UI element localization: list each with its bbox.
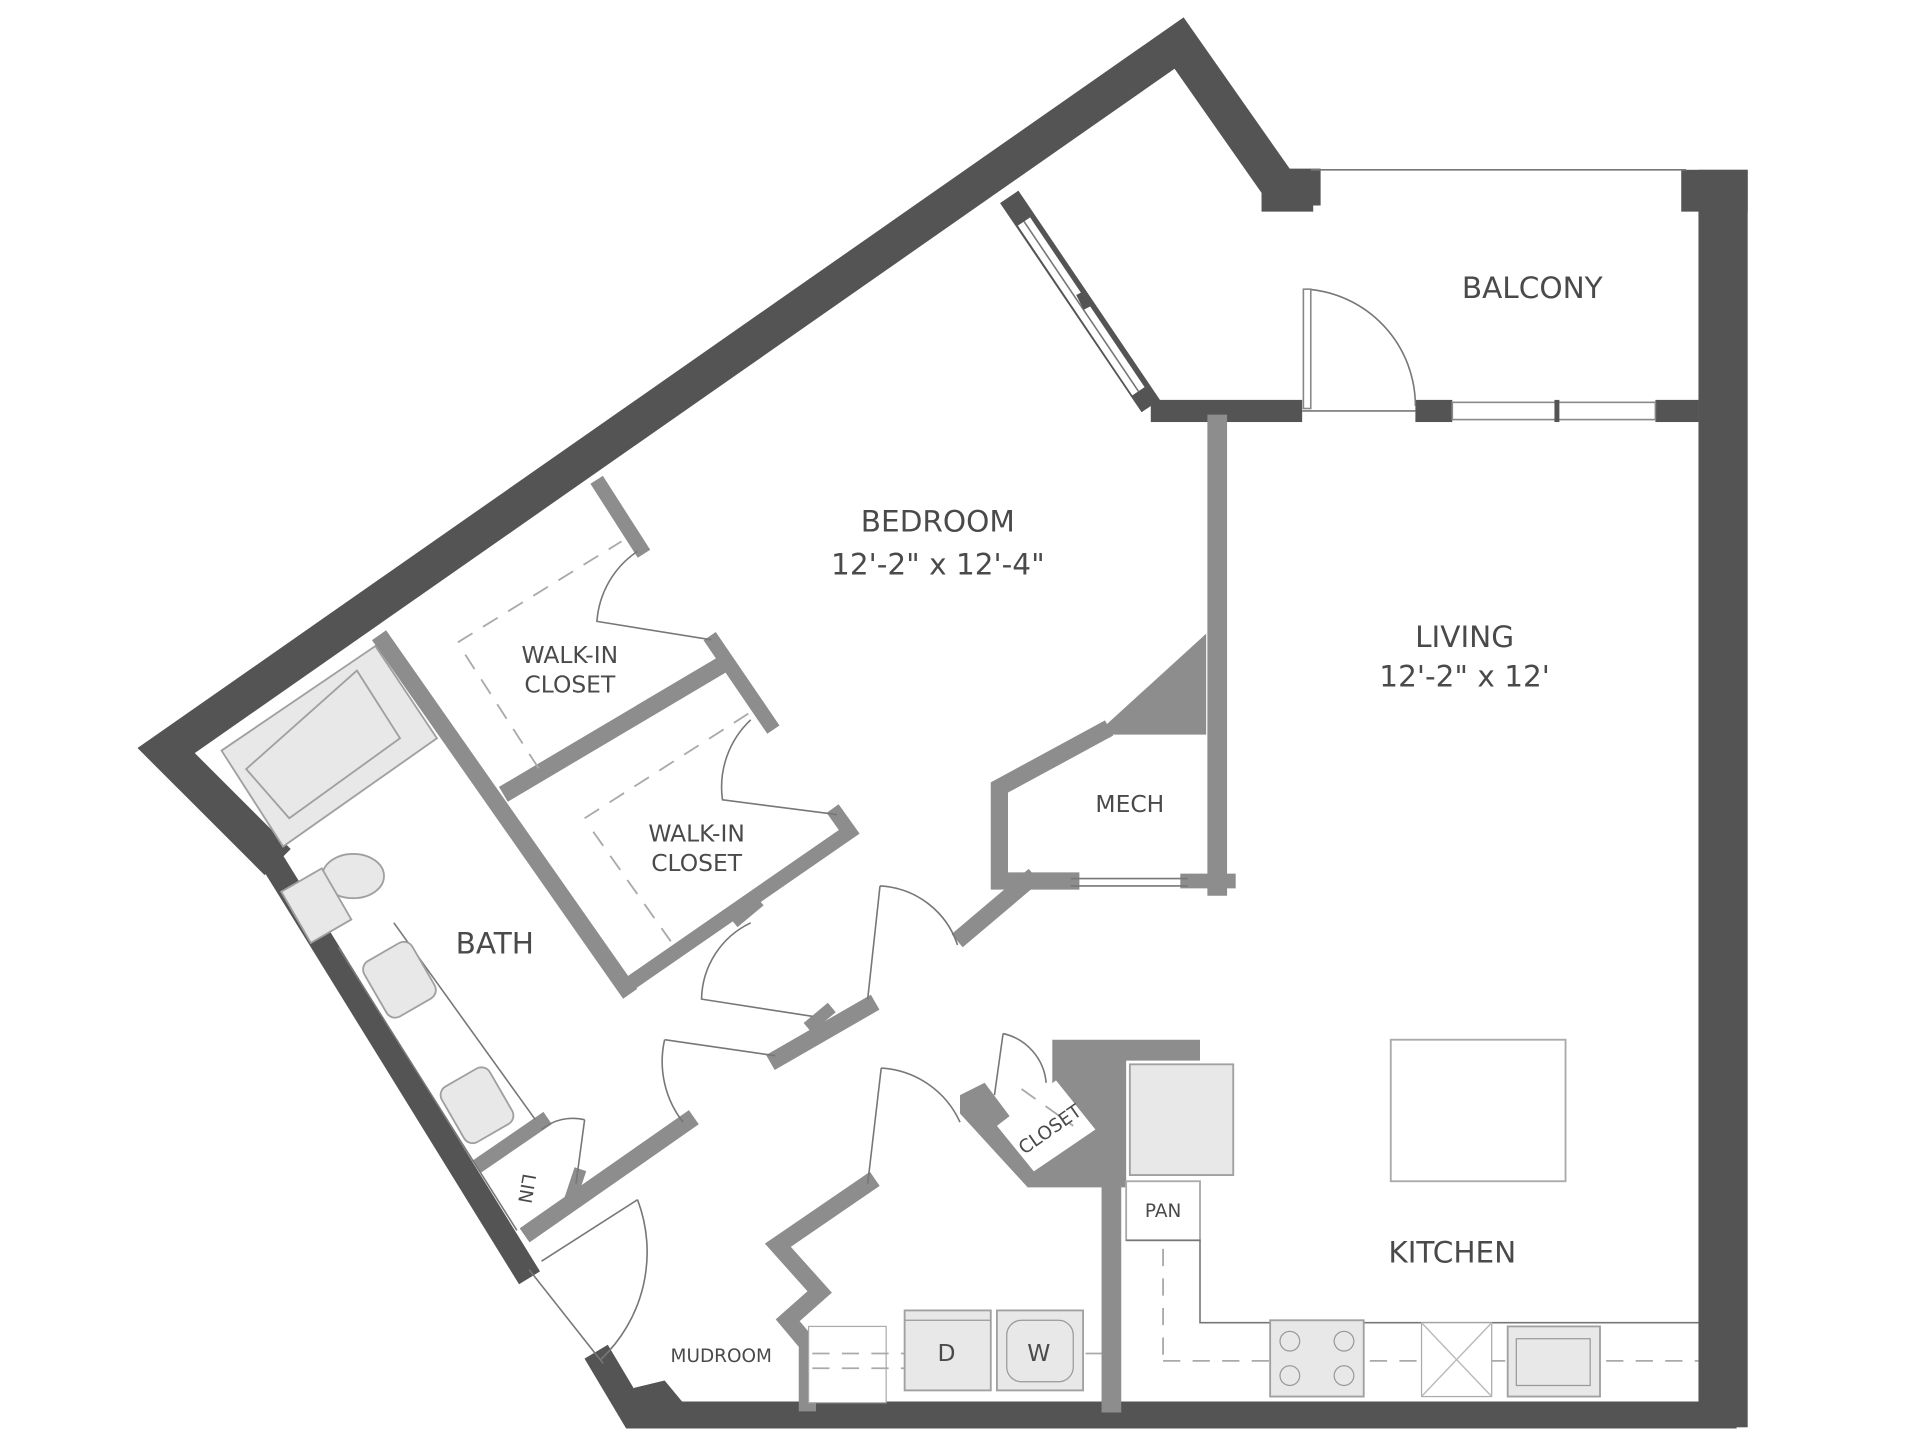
- laundry: [808, 1309, 1102, 1404]
- walkin-closet-1-label: WALK-IN: [522, 641, 619, 669]
- bedroom-label: BEDROOM: [861, 505, 1015, 539]
- dryer-label: D: [937, 1339, 955, 1367]
- balcony-label: BALCONY: [1462, 271, 1604, 305]
- walkin-closet-2-label: WALK-IN: [648, 820, 745, 848]
- interior-walls: [372, 414, 1236, 1413]
- mudroom-label: MUDROOM: [671, 1346, 772, 1367]
- pantry-label: PAN: [1145, 1201, 1181, 1222]
- bath-fixtures: [220, 644, 537, 1231]
- walkin-closet-1-label-2: CLOSET: [524, 671, 616, 699]
- living-dims: 12'-2" x 12': [1379, 660, 1550, 694]
- linen-label: LIN: [513, 1172, 539, 1205]
- closet-shelves: [457, 540, 1074, 1127]
- walkin-closet-2-label-2: CLOSET: [651, 849, 743, 877]
- kitchen-label: KITCHEN: [1388, 1235, 1516, 1269]
- bath-label: BATH: [456, 927, 534, 961]
- dryer: [903, 1309, 992, 1392]
- kitchen-island: [1389, 1038, 1567, 1183]
- dishwasher: [1420, 1322, 1493, 1398]
- kitchen-fixtures: [1125, 1038, 1699, 1398]
- living-label: LIVING: [1415, 620, 1514, 654]
- mech-label: MECH: [1095, 790, 1164, 818]
- washer-label: W: [1027, 1339, 1050, 1367]
- range: [1269, 1319, 1365, 1398]
- refrigerator: [1128, 1063, 1235, 1176]
- doors: [541, 288, 1417, 1361]
- sink: [1506, 1325, 1601, 1398]
- bedroom-dims: 12'-2" x 12'-4": [831, 548, 1045, 582]
